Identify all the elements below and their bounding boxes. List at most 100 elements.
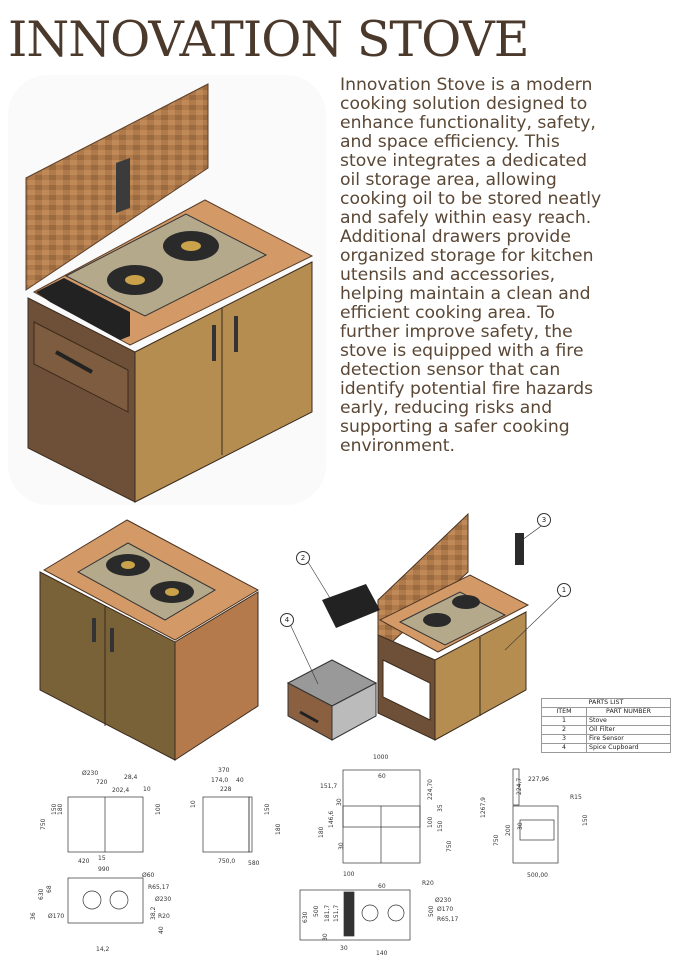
dimension-label-front2: 224,70 — [427, 779, 434, 800]
description-line: Additional drawers provide — [340, 227, 571, 247]
dimension-label-front1: 990 — [98, 866, 110, 873]
dimension-label-side2: 227,96 — [528, 776, 549, 783]
description-line: identify potential fire hazards — [340, 379, 594, 399]
dimension-label-top1: 68 — [46, 885, 53, 893]
dimension-label-top2: 181,7 — [324, 904, 331, 922]
description-line: further improve safety, the — [340, 322, 573, 342]
part-name: Stove — [586, 716, 671, 726]
dimension-label-front2: 1000 — [373, 754, 389, 761]
dimension-label-front2: 60 — [378, 773, 386, 780]
dimension-label-side1: 750,0 — [218, 858, 236, 865]
description-line: organized storage for kitchen — [340, 246, 594, 266]
dimension-label-front2: 30 — [338, 842, 345, 850]
dimension-label-top2: 630 — [302, 911, 309, 923]
dimension-label-top2: Ø170 — [437, 906, 454, 913]
dimension-label-front2: 151,7 — [320, 783, 338, 790]
page-title: INNOVATION STOVE — [8, 11, 530, 68]
description-line: stove integrates a dedicated — [340, 151, 588, 171]
dimension-label-front1: 10 — [143, 786, 151, 793]
dimension-label-front1: 750 — [40, 818, 47, 830]
dimension-label-front2: 146,6 — [328, 810, 335, 828]
dimension-label-side1: 10 — [190, 800, 197, 808]
parts-list-title: PARTS LIST — [541, 698, 671, 708]
description-line: and space efficiency. This — [340, 132, 560, 152]
dimension-label-side1: 370 — [218, 767, 230, 774]
item-number: 2 — [541, 725, 587, 735]
header-part-number: PART NUMBER — [586, 707, 671, 717]
dimension-label-front2: 35 — [437, 804, 444, 812]
dimension-label-top2: Ø230 — [435, 897, 452, 904]
dimension-label-top2: 30 — [322, 933, 329, 941]
item-number: 3 — [541, 734, 587, 744]
dimension-label-side1: 174,0 — [211, 777, 229, 784]
dimension-label-side1: 40 — [236, 777, 244, 784]
dimension-label-top2: 151,7 — [333, 904, 340, 922]
description-line: supporting a safer cooking — [340, 417, 570, 437]
part-name: Fire Sensor — [586, 734, 671, 744]
description-line: Innovation Stove is a modern — [340, 75, 593, 95]
dimension-label-front1: 15 — [98, 855, 106, 862]
dimension-label-top2: R65,17 — [437, 916, 459, 923]
description-line: stove is equipped with a fire — [340, 341, 584, 361]
description-line: early, reducing risks and — [340, 398, 553, 418]
dimension-label-front2: 30 — [336, 798, 343, 806]
callout-3: 3 — [537, 513, 551, 527]
dimension-label-side2: 224,7 — [516, 777, 523, 795]
dimension-label-front1: 420 — [78, 858, 90, 865]
dimension-label-front1: 180 — [57, 803, 64, 815]
dimension-label-top1: R65,17 — [148, 884, 170, 891]
dimension-label-top1: 36 — [30, 912, 37, 920]
dimension-label-top1: R20 — [158, 913, 170, 920]
description-line: enhance functionality, safety, — [340, 113, 596, 133]
part-name: Oil Filter — [586, 725, 671, 735]
dimension-label-top1: 40 — [158, 926, 165, 934]
description-line: oil storage area, allowing — [340, 170, 557, 190]
dimension-label-top1: 630 — [38, 888, 45, 900]
dimension-label-side2: 30 — [517, 822, 524, 830]
dimension-label-front1: Ø230 — [82, 770, 99, 777]
description: Innovation Stove is a modern cooking sol… — [340, 76, 675, 456]
callout-2: 2 — [296, 551, 310, 565]
dimension-label-side2: 1267,9 — [480, 797, 487, 818]
dimension-label-side2: R15 — [570, 794, 582, 801]
dimension-label-top2: 140 — [376, 950, 388, 957]
item-number: 4 — [541, 743, 587, 753]
dimension-label-side2: 500,00 — [527, 872, 548, 879]
dimension-label-front2: 100 — [427, 816, 434, 828]
dimension-label-top1: Ø60 — [142, 872, 155, 879]
dimension-label-top1: Ø230 — [155, 896, 172, 903]
cabinet-right-face — [134, 261, 313, 503]
dimension-label-side1: 580 — [248, 860, 260, 867]
callout-4: 4 — [280, 613, 294, 627]
description-line: utensils and accessories, — [340, 265, 556, 285]
callout-1: 1 — [557, 583, 571, 597]
description-line: detection sensor that can — [340, 360, 561, 380]
item-number: 1 — [541, 716, 587, 726]
description-line: cooking solution designed to — [340, 94, 588, 114]
dimension-label-front2: 750 — [446, 840, 453, 852]
description-line: and safely within easy reach. — [340, 208, 592, 228]
dimension-label-top1: 14,2 — [96, 946, 110, 953]
dimension-label-front1: 100 — [155, 803, 162, 815]
dimension-label-side1: 150 — [264, 803, 271, 815]
description-line: efficient cooking area. To — [340, 303, 555, 323]
fire-sensor — [116, 157, 130, 213]
description-line: environment. — [340, 436, 455, 456]
dimension-label-side2: 150 — [582, 814, 589, 826]
dimension-label-side1: 180 — [275, 823, 282, 835]
part-name: Spice Cupboard — [586, 743, 671, 753]
dimension-label-top1: Ø170 — [48, 913, 65, 920]
dimension-label-top1: 38,2 — [150, 906, 157, 920]
dimension-label-front1: 28,4 — [124, 774, 138, 781]
dimension-label-top2: 500 — [428, 905, 435, 917]
dimension-label-front2: 100 — [343, 871, 355, 878]
header-item: ITEM — [541, 707, 587, 717]
description-line: cooking oil to be stored neatly — [340, 189, 602, 209]
dimension-label-top2: 30 — [340, 945, 348, 952]
dimension-label-front1: 202,4 — [112, 787, 130, 794]
